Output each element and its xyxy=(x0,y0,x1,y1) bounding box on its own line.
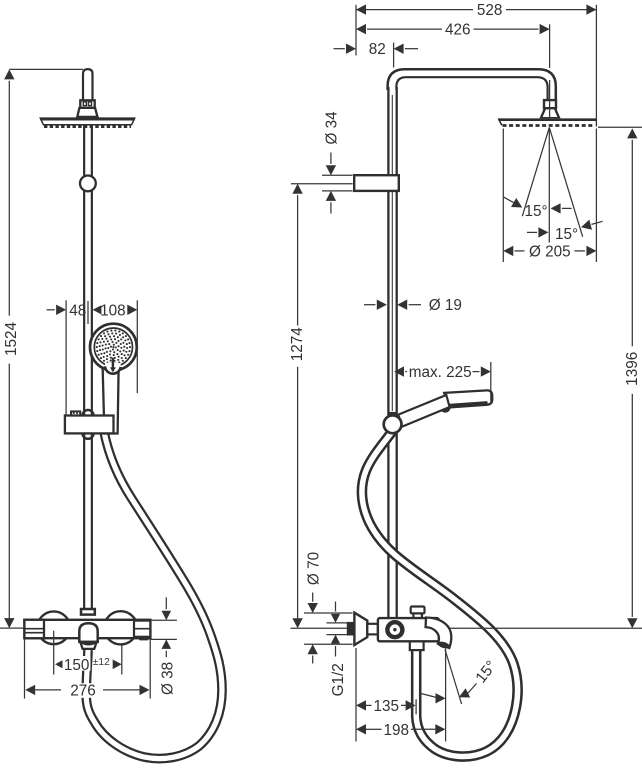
svg-text:48: 48 xyxy=(69,302,86,319)
svg-text:15°: 15° xyxy=(525,203,548,220)
svg-text:82: 82 xyxy=(369,41,386,58)
svg-text:Ø 70: Ø 70 xyxy=(306,552,323,585)
svg-text:528: 528 xyxy=(477,2,503,19)
svg-text:Ø 205: Ø 205 xyxy=(529,243,571,260)
svg-text:1274: 1274 xyxy=(289,327,306,362)
svg-text:Ø 19: Ø 19 xyxy=(429,297,462,314)
svg-text:G1/2: G1/2 xyxy=(330,663,347,696)
svg-text:135: 135 xyxy=(374,698,400,715)
svg-text:±12: ±12 xyxy=(93,657,110,668)
svg-text:198: 198 xyxy=(384,722,410,739)
svg-text:max. 225: max. 225 xyxy=(409,364,472,381)
svg-text:Ø 34: Ø 34 xyxy=(323,111,340,145)
svg-text:276: 276 xyxy=(70,683,96,700)
svg-text:108: 108 xyxy=(100,302,126,319)
svg-text:150: 150 xyxy=(64,657,90,674)
svg-text:1396: 1396 xyxy=(624,352,641,386)
svg-text:Ø 38: Ø 38 xyxy=(160,662,177,695)
svg-text:15°: 15° xyxy=(555,226,578,243)
svg-text:426: 426 xyxy=(445,22,471,39)
svg-text:1524: 1524 xyxy=(3,321,20,356)
